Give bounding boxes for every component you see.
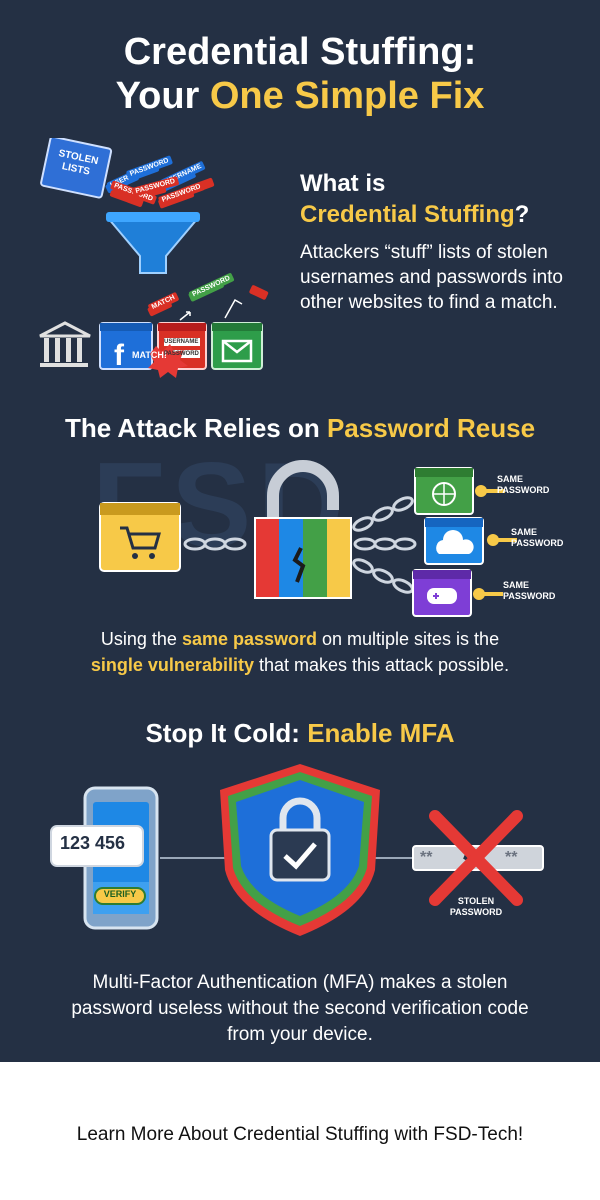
what-is-highlight-line: Credential Stuffing? xyxy=(300,199,529,230)
page-title: Credential Stuffing: Your One Simple Fix xyxy=(0,30,600,118)
shopping-cart-icon xyxy=(99,502,181,572)
reuse-highlight-1: same password xyxy=(181,629,317,649)
same-password-label-2: SAME PASSWORD xyxy=(511,527,564,548)
gamepad-site-window xyxy=(412,569,472,617)
match-badge xyxy=(148,344,188,378)
funnel-icon xyxy=(105,212,201,274)
username-field-label: USERNAME xyxy=(164,339,199,345)
mfa-heading-prefix: Stop It Cold: xyxy=(145,718,308,748)
same-password-label-3: SAME PASSWORD xyxy=(503,580,556,601)
chain-right xyxy=(352,496,417,594)
masked-password-left: ** xyxy=(420,849,433,866)
svg-text:f: f xyxy=(114,339,125,372)
stolen-password-label: STOLEN PASSWORD xyxy=(449,896,503,917)
what-is-line: What is xyxy=(300,170,386,197)
mail-icon xyxy=(211,322,263,370)
title-line-1: Credential Stuffing: xyxy=(123,31,477,73)
infographic-panel: Credential Stuffing: Your One Simple Fix xyxy=(0,0,600,1062)
attack-heading-prefix: The Attack Relies on xyxy=(64,413,327,443)
mfa-description: Multi-Factor Authentication (MFA) makes … xyxy=(71,972,529,1045)
bank-icon xyxy=(39,321,91,367)
code-bubble xyxy=(50,825,144,867)
mfa-code: 123 456 xyxy=(60,833,126,853)
mfa-diagram xyxy=(50,764,544,936)
reuse-text-3: that makes this attack possible. xyxy=(253,655,510,675)
masked-password-right: ** xyxy=(505,849,518,866)
reuse-highlight-2: single vulnerability xyxy=(90,655,254,675)
reuse-text-2: on multiple sites is the xyxy=(317,629,500,649)
broken-padlock-icon xyxy=(254,460,352,599)
mfa-heading: Stop It Cold: Enable MFA xyxy=(0,718,600,749)
reuse-description: Using the same password on multiple site… xyxy=(0,626,600,678)
what-is-description: Attackers “stuff” lists of stolen userna… xyxy=(300,242,563,313)
facebook-icon: f xyxy=(99,322,153,372)
match-badge-label: MATCH! xyxy=(132,350,167,360)
cloud-site-window xyxy=(424,517,484,565)
what-is-suffix: ? xyxy=(514,201,530,228)
mfa-heading-highlight: Enable MFA xyxy=(307,718,455,748)
red-x-icon xyxy=(429,810,523,906)
attack-heading-highlight: Password Reuse xyxy=(326,413,536,443)
footer-link[interactable]: Learn More About Credential Stuffing wit… xyxy=(76,1124,524,1145)
shield-lock-icon xyxy=(220,764,380,936)
same-password-label-1: SAME PASSWORD xyxy=(497,474,550,495)
what-is-highlight: Credential Stuffing xyxy=(300,201,515,228)
password-reuse-diagram xyxy=(99,460,517,617)
title-prefix: Your xyxy=(115,75,210,117)
verify-button[interactable]: VERIFY xyxy=(103,889,137,899)
password-field-label: PASSWORD xyxy=(164,351,199,357)
verify-button-shape xyxy=(94,887,146,905)
title-line-2: Your One Simple Fix xyxy=(0,74,600,118)
stolen-list-card xyxy=(40,138,113,199)
what-is-heading: What is Credential Stuffing? xyxy=(300,168,529,230)
reuse-text-1: Using the xyxy=(100,629,182,649)
title-highlight: One Simple Fix xyxy=(209,75,485,117)
globe-site-window xyxy=(414,467,474,515)
chain-left xyxy=(183,537,247,551)
attack-heading: The Attack Relies on Password Reuse xyxy=(0,413,600,444)
key-icons xyxy=(473,485,517,600)
